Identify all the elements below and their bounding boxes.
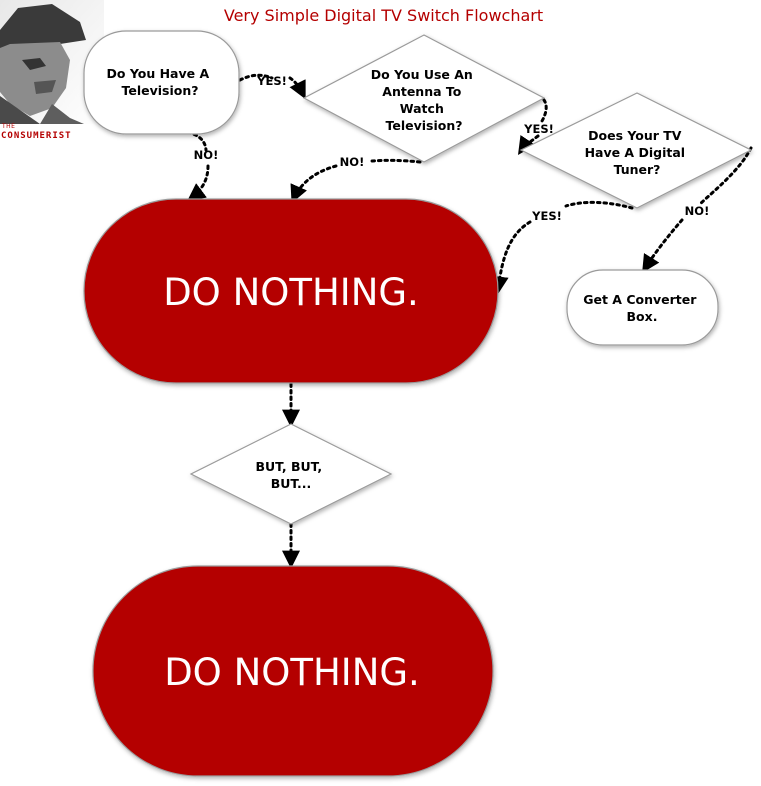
node-digital-tuner-line-3: Tuner? bbox=[614, 162, 661, 177]
node-converter-box-line-2: Box. bbox=[627, 309, 658, 324]
edge-q3-no bbox=[644, 146, 753, 270]
node-have-television-line-2: Television? bbox=[121, 83, 198, 98]
edge-label-q2-no: NO! bbox=[340, 155, 365, 169]
node-use-antenna-line-4: Television? bbox=[385, 118, 462, 133]
node-use-antenna-line-2: Antenna To bbox=[382, 84, 461, 99]
node-digital-tuner-line-2: Have A Digital bbox=[585, 145, 686, 160]
node-converter-box-line-1: Get A Converter bbox=[583, 292, 697, 307]
logo-small-text: THE bbox=[2, 123, 16, 130]
edge-q1-yes bbox=[238, 73, 304, 96]
node-do-nothing-2-text: DO NOTHING. bbox=[164, 651, 420, 694]
edge-q3-yes bbox=[498, 200, 634, 291]
node-have-television: Do You Have A Television? bbox=[83, 30, 240, 135]
node-digital-tuner: Does Your TV Have A Digital Tuner? bbox=[519, 92, 753, 209]
node-use-antenna-line-3: Watch bbox=[400, 101, 444, 116]
node-but-but-but: BUT, BUT, BUT... bbox=[189, 423, 393, 525]
edge-q1-no bbox=[160, 130, 210, 199]
logo-name: CONSUMERIST bbox=[1, 131, 72, 141]
edge-label-q3-yes: YES! bbox=[531, 209, 562, 223]
node-but-line-1: BUT, BUT, bbox=[255, 459, 322, 474]
svg-text:BUT, BUT, BUT...: BUT, BUT, BUT... bbox=[255, 459, 326, 491]
node-use-antenna-line-1: Do You Use An bbox=[371, 67, 473, 82]
page-title: Very Simple Digital TV Switch Flowchart bbox=[223, 6, 544, 25]
edge-q2-no bbox=[293, 158, 422, 200]
svg-text:Get A Converter Box.: Get A Converter Box. bbox=[583, 292, 701, 324]
node-converter-box: Get A Converter Box. bbox=[566, 269, 719, 346]
edge-label-q2-yes: YES! bbox=[523, 122, 554, 136]
edge-label-q1-no: NO! bbox=[194, 148, 219, 162]
node-have-television-line-1: Do You Have A bbox=[107, 66, 210, 81]
node-use-antenna: Do You Use An Antenna To Watch Televisio… bbox=[302, 34, 546, 163]
node-do-nothing-2: DO NOTHING. bbox=[92, 565, 494, 777]
node-digital-tuner-line-1: Does Your TV bbox=[588, 128, 682, 143]
svg-text:Do You Have A Television: Do You Have A Television? bbox=[107, 66, 214, 98]
edge-label-q3-no: NO! bbox=[685, 204, 710, 218]
node-do-nothing-1-text: DO NOTHING. bbox=[163, 271, 419, 314]
node-do-nothing-1: DO NOTHING. bbox=[83, 198, 499, 384]
svg-text:Do You Use An Antenna To: Do You Use An Antenna To Watch Televisio… bbox=[371, 67, 477, 133]
svg-text:Does Your TV Have A Digi: Does Your TV Have A Digital Tuner? bbox=[585, 128, 690, 177]
edge-label-q1-yes: YES! bbox=[256, 74, 287, 88]
node-but-line-2: BUT... bbox=[271, 476, 312, 491]
